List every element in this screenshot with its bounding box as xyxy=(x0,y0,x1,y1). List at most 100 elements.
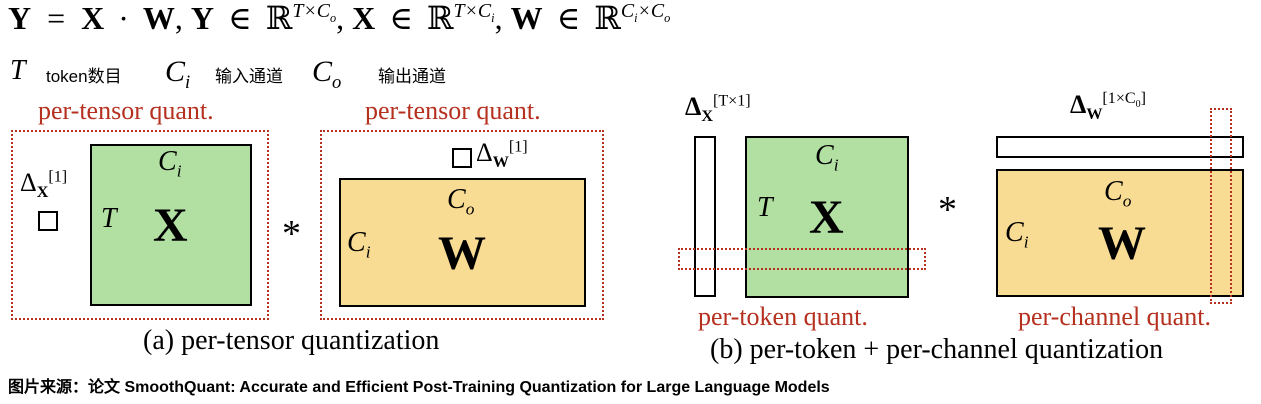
panel-b-w-rows-c: C xyxy=(1005,217,1024,248)
panel-b-channel-quant-region xyxy=(1210,108,1232,304)
panel-b-delta-w-sup-main: [1×C xyxy=(1102,90,1136,108)
formula-x: X xyxy=(81,0,105,36)
panel-b-w-matrix xyxy=(996,169,1244,297)
formula-x-2: X xyxy=(352,0,376,36)
panel-a-w-cols-c: C xyxy=(447,184,466,215)
panel-b-delta-x-sup: [T×1] xyxy=(712,92,751,110)
legend-ci-desc: 输入通道 xyxy=(215,67,283,86)
panel-a-delta-w-square xyxy=(452,148,472,168)
panel-a-w-cols: Co xyxy=(447,184,475,219)
formula-y: Y xyxy=(8,0,32,36)
panel-b-w-rows-sub: i xyxy=(1023,232,1029,252)
formula-w-space: Ci×Co xyxy=(620,0,671,26)
panel-b-operator: * xyxy=(938,189,957,231)
panel-b-x-cols-sub: i xyxy=(833,155,839,175)
legend-t-desc: token数目 xyxy=(46,67,122,86)
panel-b-w-cols-sub: o xyxy=(1122,191,1132,211)
legend-co-symbol: Co xyxy=(312,55,341,92)
panel-a-x-rows: T xyxy=(101,203,117,234)
panel-b-delta-x-sub: X xyxy=(701,108,713,126)
panel-a-w-rows-c: C xyxy=(347,227,366,258)
panel-a-x-matrix xyxy=(90,144,252,306)
formula-y-2: Y xyxy=(190,0,215,36)
panel-b-w-name: W xyxy=(1098,217,1146,270)
legend-ci-symbol: Ci xyxy=(165,55,190,92)
panel-b-delta-x: ΔX[T×1] xyxy=(685,92,751,126)
formula-y-space: T×Co xyxy=(292,0,337,26)
panel-a-delta-w-symbol: Δ xyxy=(476,138,493,167)
formula-w-2: W xyxy=(510,0,543,36)
panel-a-x-cols: Ci xyxy=(158,146,182,181)
panel-b-channel-label: per-channel quant. xyxy=(1018,302,1211,331)
panel-a-w-rows-sub: i xyxy=(365,242,371,262)
panel-a-x-cols-c: C xyxy=(158,146,177,177)
panel-b-w-cols: Co xyxy=(1104,176,1132,211)
formula-in-3: ∈ xyxy=(556,0,581,36)
formula-reals-2: ℝ xyxy=(426,0,454,36)
panel-a-w-quant-region xyxy=(320,130,604,320)
formula-eq: = xyxy=(47,0,66,36)
panel-b-x-name: X xyxy=(809,191,844,244)
formula-comma-3: , xyxy=(494,0,503,36)
panel-a-w-rows: Ci xyxy=(347,227,371,262)
legend-co-c: C xyxy=(312,55,333,88)
panel-a-operator: * xyxy=(282,213,301,255)
panel-a-delta-x-symbol: Δ xyxy=(20,168,37,197)
formula-reals-3: ℝ xyxy=(594,0,621,36)
panel-b-x-cols: Ci xyxy=(815,140,839,175)
panel-a-x-cols-sub: i xyxy=(176,161,182,181)
formula-in-1: ∈ xyxy=(228,0,252,36)
panel-a-delta-w-sub: W xyxy=(492,154,509,172)
legend-co-sub: o xyxy=(332,72,342,93)
formula-x-space: T×Ci xyxy=(453,0,495,26)
panel-a-delta-x-sup: [1] xyxy=(48,168,68,186)
formula-w: W xyxy=(142,0,175,36)
panel-a-caption: (a) per-tensor quantization xyxy=(143,325,440,356)
panel-b-w-rows: Ci xyxy=(1005,217,1029,252)
panel-b-x-rows: T xyxy=(757,192,773,223)
panel-b-x-matrix xyxy=(745,136,909,298)
formula: Y = X · W, Y ∈ ℝT×Co, X ∈ ℝT×Ci, W ∈ ℝCi… xyxy=(8,0,670,36)
panel-a-quant-label-left: per-tensor quant. xyxy=(38,96,214,125)
legend-co-desc: 输出通道 xyxy=(378,67,446,86)
formula-comma-1: , xyxy=(174,0,183,36)
panel-a-x-name: X xyxy=(153,199,188,252)
panel-b-x-cols-c: C xyxy=(815,140,834,171)
panel-b-delta-w-sup-sub: 0 xyxy=(1135,99,1141,111)
formula-w-space-sub-o: o xyxy=(664,11,671,26)
formula-x-space-main: T×C xyxy=(453,0,492,23)
formula-w-space-c: C xyxy=(620,0,635,23)
panel-b-delta-w-symbol: Δ xyxy=(1070,90,1087,119)
panel-a-quant-label-right: per-tensor quant. xyxy=(365,96,541,125)
panel-b-delta-w-bar xyxy=(996,136,1244,158)
formula-x-space-sub: i xyxy=(491,11,495,26)
formula-w-space-sub-i: i xyxy=(634,11,638,26)
formula-y-space-sub: o xyxy=(329,11,337,26)
formula-in-2: ∈ xyxy=(389,0,413,36)
panel-a-x-quant-region xyxy=(11,130,269,320)
panel-b-delta-x-symbol: Δ xyxy=(685,92,702,121)
formula-comma-2: , xyxy=(336,0,345,36)
panel-a-delta-w: ΔW[1] xyxy=(476,138,528,172)
formula-y-space-main: T×C xyxy=(292,0,330,23)
panel-b-token-quant-region xyxy=(678,248,926,270)
panel-a-w-matrix xyxy=(339,178,586,307)
panel-a-delta-x-sub: X xyxy=(36,184,49,202)
panel-b-delta-w-sub: W xyxy=(1086,106,1103,124)
panel-b-w-cols-c: C xyxy=(1104,176,1123,207)
panel-a-delta-w-sup: [1] xyxy=(508,138,528,156)
legend-ci-sub: i xyxy=(185,72,191,93)
panel-a-delta-x: ΔX[1] xyxy=(20,168,68,202)
panel-a-w-name: W xyxy=(438,227,486,280)
panel-b-delta-x-bar xyxy=(694,136,716,297)
panel-a-delta-x-square xyxy=(38,211,58,231)
panel-b-delta-w-sup-end: ] xyxy=(1140,90,1147,108)
formula-dot: · xyxy=(118,0,129,36)
legend-t-symbol: T xyxy=(10,55,26,86)
legend-ci-c: C xyxy=(165,55,186,88)
panel-a-w-cols-sub: o xyxy=(465,199,475,219)
panel-b-caption: (b) per-token + per-channel quantization xyxy=(710,334,1164,365)
panel-b-token-label: per-token quant. xyxy=(698,302,868,331)
formula-reals-1: ℝ xyxy=(265,0,293,36)
formula-w-space-mid: ×C xyxy=(637,0,665,23)
